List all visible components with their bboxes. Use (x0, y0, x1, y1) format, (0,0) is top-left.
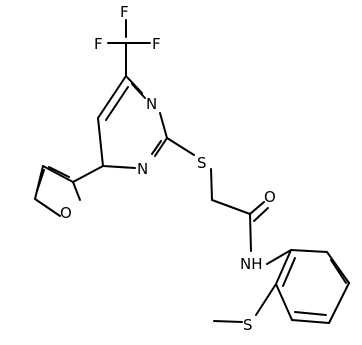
nitrogen-atom-label: N (137, 160, 148, 178)
thioether-linker (166, 137, 251, 215)
methylthio-group (213, 283, 277, 323)
trifluoromethyl-group (107, 19, 151, 77)
sulfur-atom-label: S (197, 154, 207, 172)
fluorine-atom-label: F (120, 3, 129, 21)
amide-group (249, 201, 292, 265)
pyrimidine-ring (97, 75, 168, 169)
oxygen-atom-label: O (60, 204, 72, 222)
phenyl-ring (275, 249, 350, 324)
sulfur-atom-label: S (243, 316, 253, 334)
fluorine-atom-label: F (94, 35, 103, 53)
furan-ring (34, 165, 104, 217)
oxygen-atom-label: O (264, 188, 276, 206)
amine-nh-label: NH (240, 255, 263, 273)
fluorine-atom-label: F (152, 35, 161, 53)
nitrogen-atom-label: N (146, 95, 157, 113)
